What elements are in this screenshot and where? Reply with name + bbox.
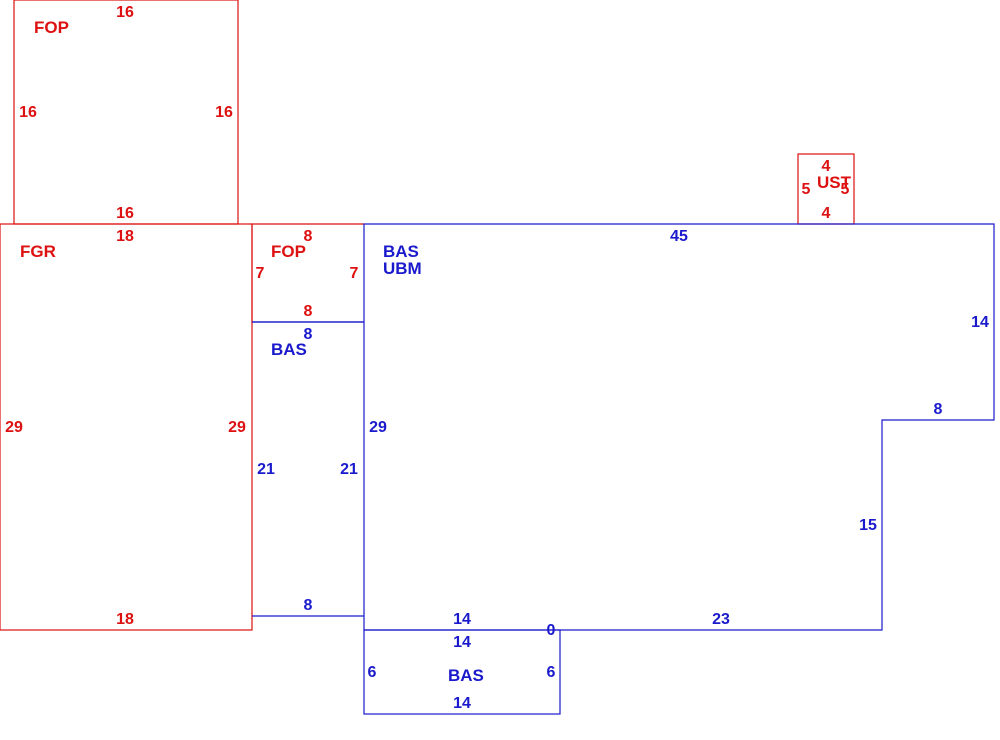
bas-small-dim-top: 8 <box>304 326 313 343</box>
bas-small-dim-left: 21 <box>257 461 275 478</box>
main-dim-right-upper: 14 <box>971 314 989 331</box>
main-area: BAS UBM 45 14 8 15 23 14 29 0 <box>363 223 995 639</box>
bas-small-dim-bottom: 8 <box>304 597 313 614</box>
fop-top-dim-left: 16 <box>19 104 37 121</box>
fop-top-area: FOP 16 16 16 16 <box>13 0 239 225</box>
main-outline <box>363 223 995 631</box>
bas-bottom-label: BAS <box>448 666 484 685</box>
fop-mid-dim-top: 8 <box>304 228 313 245</box>
ust-dim-right: 5 <box>841 181 850 198</box>
main-label-bas: BAS <box>383 242 419 261</box>
bas-small-area: BAS 8 21 21 8 <box>252 321 364 617</box>
fop-top-label: FOP <box>34 18 69 37</box>
main-dim-left: 29 <box>369 419 387 436</box>
fop-mid-dim-bottom: 8 <box>304 303 313 320</box>
ust-dim-left: 5 <box>802 181 811 198</box>
ust-dim-top: 4 <box>822 158 831 175</box>
main-dim-bottom-right: 23 <box>712 611 730 628</box>
bas-bottom-dim-left: 6 <box>368 664 377 681</box>
fop-mid-dim-left: 7 <box>256 265 265 282</box>
fop-mid-area: FOP 8 7 7 8 <box>251 223 364 322</box>
ust-label: UST <box>817 173 852 192</box>
bas-bottom-dim-top: 14 <box>453 634 471 651</box>
main-label-ubm: UBM <box>383 259 422 278</box>
ust-dim-bottom: 4 <box>822 205 831 222</box>
main-dim-bottom-left: 14 <box>453 611 471 628</box>
fgr-dim-top: 18 <box>116 228 134 245</box>
bas-bottom-dim-bottom: 14 <box>453 695 471 712</box>
main-dim-step: 8 <box>934 401 943 418</box>
fop-mid-label: FOP <box>271 242 306 261</box>
main-dim-right-lower: 15 <box>859 517 877 534</box>
fgr-dim-left: 29 <box>5 419 23 436</box>
fop-mid-dim-right: 7 <box>350 265 359 282</box>
ust-area: UST 4 5 5 4 <box>797 153 855 225</box>
main-dim-top: 45 <box>670 228 688 245</box>
fop-mid-outline <box>251 223 364 322</box>
bas-bottom-outline <box>363 629 561 715</box>
fop-top-dim-top: 16 <box>116 4 134 21</box>
fgr-dim-right: 29 <box>228 419 246 436</box>
fgr-dim-bottom: 18 <box>116 611 134 628</box>
fgr-label: FGR <box>20 242 56 261</box>
bas-small-dim-right: 21 <box>340 461 358 478</box>
fgr-outline <box>0 223 253 631</box>
bas-bottom-area: BAS 14 6 6 14 <box>363 629 561 715</box>
fop-top-dim-right: 16 <box>215 104 233 121</box>
fop-top-dim-bottom: 16 <box>116 205 134 222</box>
bas-small-label: BAS <box>271 340 307 359</box>
fgr-area: FGR 18 29 29 18 <box>0 223 253 631</box>
bas-bottom-dim-right: 6 <box>547 664 556 681</box>
